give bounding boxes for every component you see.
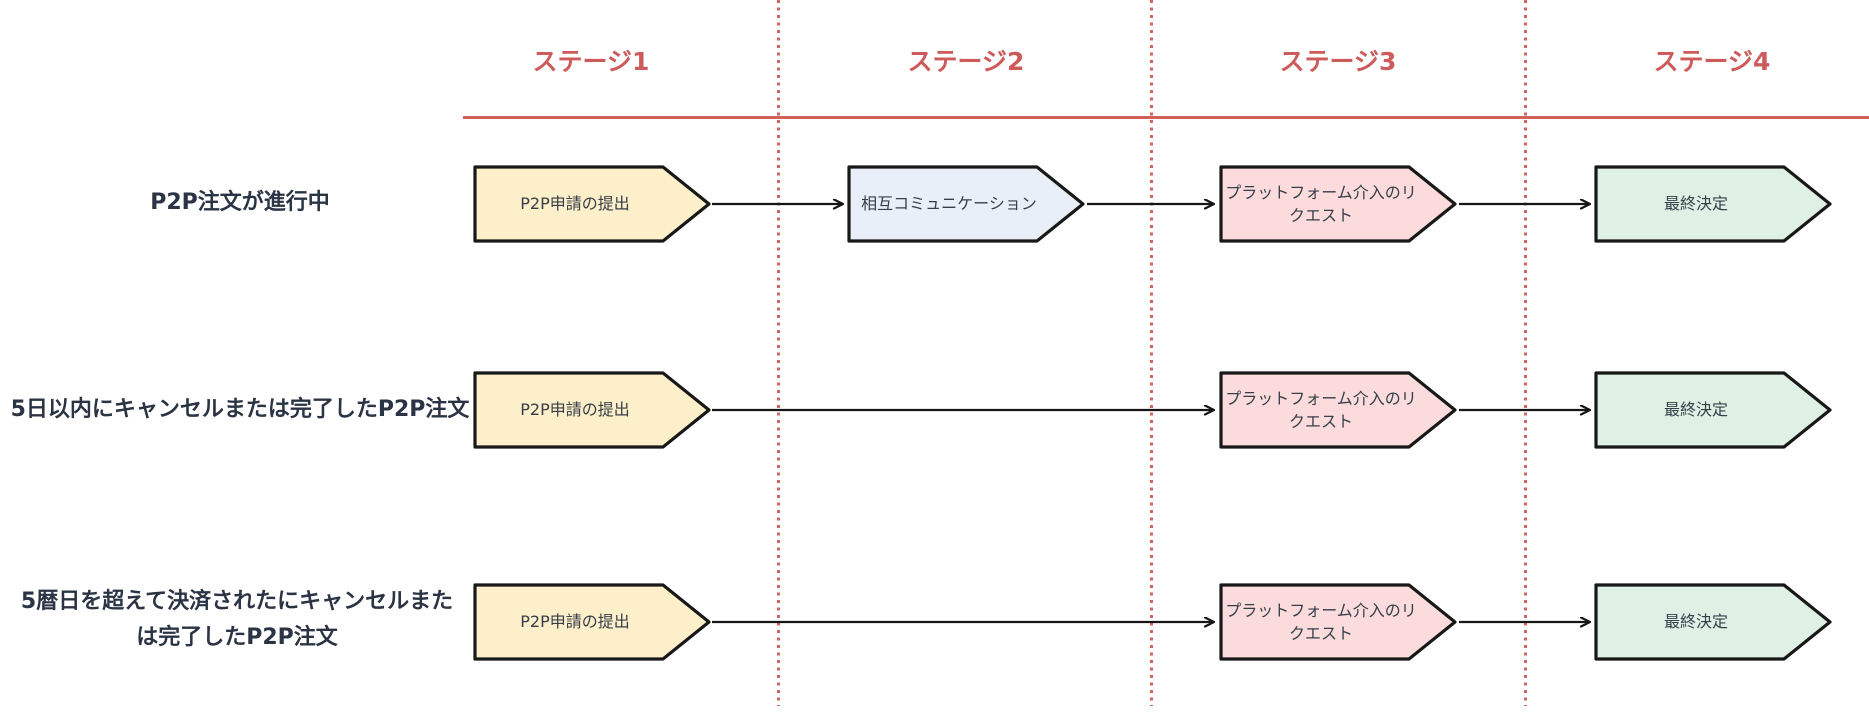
pentagon-shape [847,165,1085,243]
node-label: P2P申請の提出 [520,400,630,420]
stage-header-3: ステージ3 [1279,47,1397,76]
pentagon-shape [473,165,711,243]
stage-divider-3 [1524,0,1527,706]
node-p2p-application-submission: P2P申請の提出 [473,371,711,449]
pentagon-shape [473,371,711,449]
node-platform-intervention-request: プラットフォーム介入のリクエスト [1219,165,1457,243]
node-mutual-communication: 相互コミュニケーション [847,165,1085,243]
node-label: プラットフォーム介入のリクエスト [1225,600,1417,643]
node-p2p-application-submission: P2P申請の提出 [473,583,711,661]
node-label: 最終決定 [1663,400,1728,420]
pentagon-shape [1219,371,1457,449]
node-label: P2P申請の提出 [520,194,630,214]
stage-header-1: ステージ1 [532,47,650,76]
pentagon-shape [1219,583,1457,661]
node-final-decision: 最終決定 [1594,371,1832,449]
pentagon-shape [473,583,711,661]
node-platform-intervention-request: プラットフォーム介入のリクエスト [1219,583,1457,661]
node-label: 最終決定 [1663,194,1728,214]
stage-header-underline [463,116,1869,119]
pentagon-shape [1594,583,1832,661]
node-label: プラットフォーム介入のリクエスト [1225,388,1417,431]
pentagon-shape [1219,165,1457,243]
node-final-decision: 最終決定 [1594,165,1832,243]
pentagon-shape [1594,371,1832,449]
node-p2p-application-submission: P2P申請の提出 [473,165,711,243]
row-label-2: 5日以内にキャンセルまたは完了したP2P注文 [10,397,470,422]
pentagon-shape [1594,165,1832,243]
stage-divider-1 [777,0,780,706]
row-label-1: P2P注文が進行中 [150,190,330,215]
row-label-3: 5暦日を超えて決済されたにキャンセルまたは完了したP2P注文 [20,589,454,650]
node-final-decision: 最終決定 [1594,583,1832,661]
node-label: 最終決定 [1663,612,1728,632]
node-label: プラットフォーム介入のリクエスト [1225,182,1417,225]
node-label: 相互コミュニケーション [861,194,1037,214]
node-platform-intervention-request: プラットフォーム介入のリクエスト [1219,371,1457,449]
stage-divider-2 [1150,0,1153,706]
stage-header-2: ステージ2 [907,47,1025,76]
stage-header-4: ステージ4 [1653,47,1771,76]
node-label: P2P申請の提出 [520,612,630,632]
